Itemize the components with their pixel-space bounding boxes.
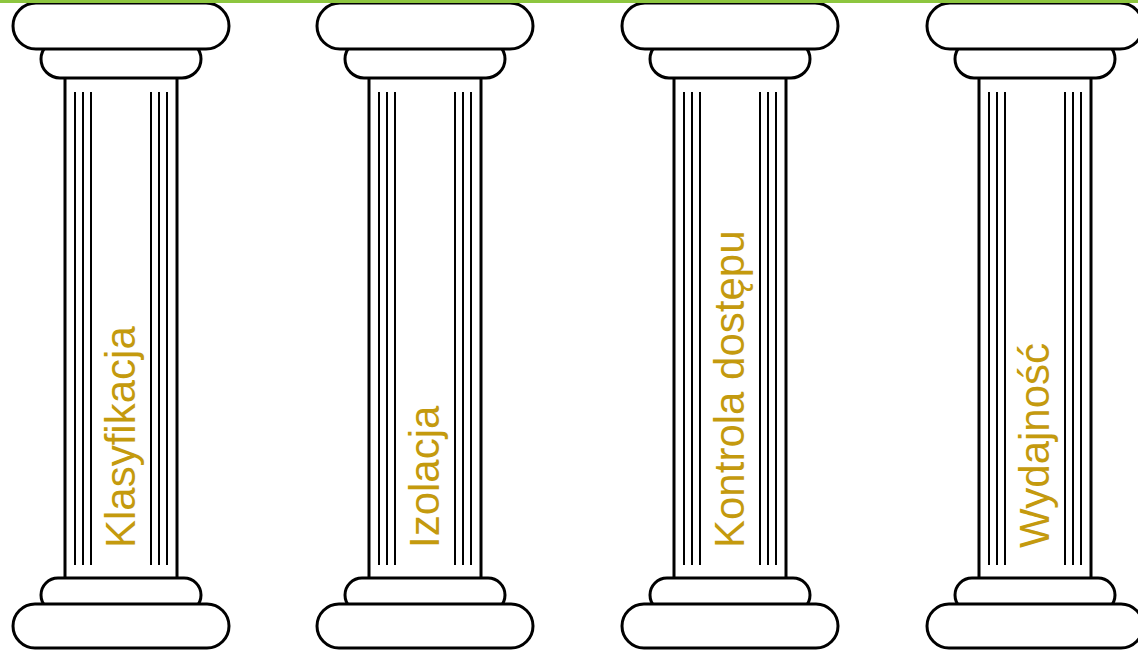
pillar-shaft: Wydajność [981, 76, 1089, 580]
pillar [317, 3, 533, 648]
pillar-label: Kontrola dostępu [709, 230, 751, 548]
top-bar [0, 0, 1138, 3]
pillar-label: Wydajność [1014, 343, 1056, 548]
pillar-shaft: Kontrola dostępu [676, 76, 784, 580]
pillar-label: Klasyfikacja [100, 326, 142, 548]
pillar-shaft: Klasyfikacja [67, 76, 175, 580]
pillar [927, 3, 1138, 648]
pillar [622, 3, 838, 648]
pillar-shaft: Izolacja [371, 76, 479, 580]
pillar [13, 3, 229, 648]
pillar-label: Izolacja [404, 406, 446, 548]
